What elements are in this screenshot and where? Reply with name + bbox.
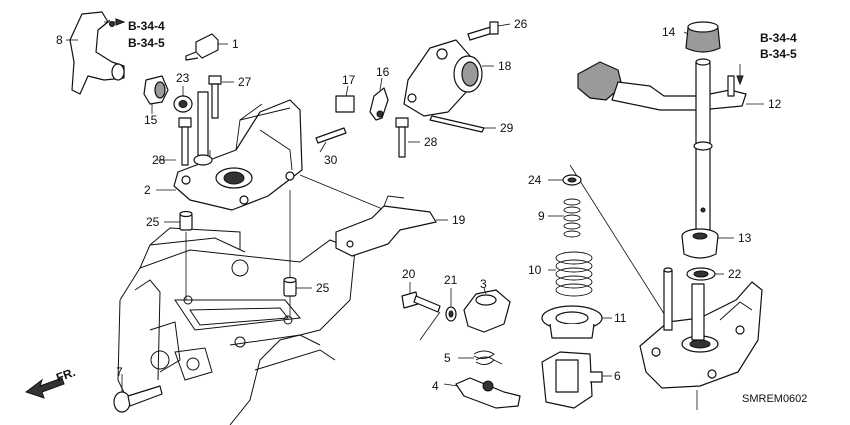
part-19-bracket bbox=[335, 195, 437, 257]
callout-numbers: 1 2 3 4 5 6 7 8 9 10 11 12 13 14 15 16 1… bbox=[56, 17, 782, 393]
part-16-detent bbox=[369, 87, 389, 121]
reference-b-34-4-right: B-34-4 bbox=[760, 31, 797, 45]
callout-2: 2 bbox=[144, 183, 151, 197]
part-28-bolt-left bbox=[178, 117, 192, 166]
part-4-plate bbox=[455, 377, 521, 409]
front-direction-arrow: FR. bbox=[24, 365, 77, 399]
part-17-spring bbox=[335, 95, 355, 113]
callout-6: 6 bbox=[614, 369, 621, 383]
callout-19: 19 bbox=[452, 213, 466, 227]
part-13-collar bbox=[681, 228, 719, 259]
right-housing bbox=[639, 267, 763, 389]
part-2-housing bbox=[173, 91, 303, 211]
callout-25-lower: 25 bbox=[316, 281, 330, 295]
reference-b-34-4-left: B-34-4 bbox=[128, 19, 165, 33]
callout-4: 4 bbox=[432, 379, 439, 393]
callout-1: 1 bbox=[232, 37, 239, 51]
callout-16: 16 bbox=[376, 65, 390, 79]
callout-21: 21 bbox=[444, 273, 458, 287]
part-26-bolt bbox=[467, 21, 499, 41]
callout-3: 3 bbox=[480, 277, 487, 291]
part-21-washer bbox=[445, 306, 457, 322]
callout-18: 18 bbox=[498, 59, 512, 73]
callout-20: 20 bbox=[402, 267, 416, 281]
reference-b34-left: B-34-4 B-34-5 bbox=[104, 18, 165, 50]
callout-25-upper: 25 bbox=[146, 215, 160, 229]
callout-5: 5 bbox=[444, 351, 451, 365]
callout-15: 15 bbox=[144, 113, 158, 127]
part-7-plug bbox=[113, 385, 163, 413]
part-9-spring bbox=[563, 198, 581, 238]
callout-24: 24 bbox=[528, 173, 542, 187]
callout-13: 13 bbox=[738, 231, 752, 245]
callout-7: 7 bbox=[116, 365, 123, 379]
part-1-bolt bbox=[185, 33, 219, 61]
diagram-code: SMREM0602 bbox=[742, 393, 807, 405]
part-11-cup bbox=[541, 305, 603, 339]
part-12-shaft bbox=[577, 58, 747, 256]
part-28-bolt-right bbox=[395, 117, 409, 158]
callout-29: 29 bbox=[500, 121, 514, 135]
part-22-seal bbox=[686, 267, 716, 281]
callout-10: 10 bbox=[528, 263, 542, 277]
callout-28-left: 28 bbox=[152, 153, 166, 167]
part-30-pin bbox=[315, 127, 347, 144]
callout-23: 23 bbox=[176, 71, 190, 85]
part-5-spring bbox=[473, 350, 503, 365]
part-14-cap bbox=[685, 21, 721, 53]
callout-22: 22 bbox=[728, 267, 742, 281]
callout-14: 14 bbox=[662, 25, 676, 39]
callout-30: 30 bbox=[324, 153, 338, 167]
callout-12: 12 bbox=[768, 97, 782, 111]
callout-17: 17 bbox=[342, 73, 356, 87]
transmission-case bbox=[117, 227, 356, 425]
callout-8: 8 bbox=[56, 33, 63, 47]
part-6-guide bbox=[541, 351, 603, 409]
part-23-bearing bbox=[173, 95, 193, 113]
callout-28-right: 28 bbox=[424, 135, 438, 149]
reference-b-34-5-right: B-34-5 bbox=[760, 47, 797, 61]
callout-26: 26 bbox=[514, 17, 528, 31]
part-18-solenoid bbox=[403, 39, 483, 117]
callout-27: 27 bbox=[238, 75, 252, 89]
part-3-cam bbox=[463, 289, 511, 333]
part-10-spring bbox=[555, 251, 593, 297]
callout-11: 11 bbox=[614, 311, 627, 325]
direction-label: FR. bbox=[54, 365, 77, 385]
reference-b-34-5-left: B-34-5 bbox=[128, 36, 165, 50]
part-27-bolt bbox=[208, 75, 222, 119]
part-15-bushing bbox=[143, 75, 169, 105]
part-25-dowels bbox=[179, 210, 297, 297]
part-20-bolt bbox=[401, 291, 441, 313]
part-24-washer bbox=[562, 174, 582, 186]
callout-9: 9 bbox=[538, 209, 545, 223]
part-29-pin bbox=[429, 115, 485, 133]
reference-b34-right: B-34-4 B-34-5 bbox=[736, 31, 797, 86]
leader-lines bbox=[66, 23, 764, 392]
